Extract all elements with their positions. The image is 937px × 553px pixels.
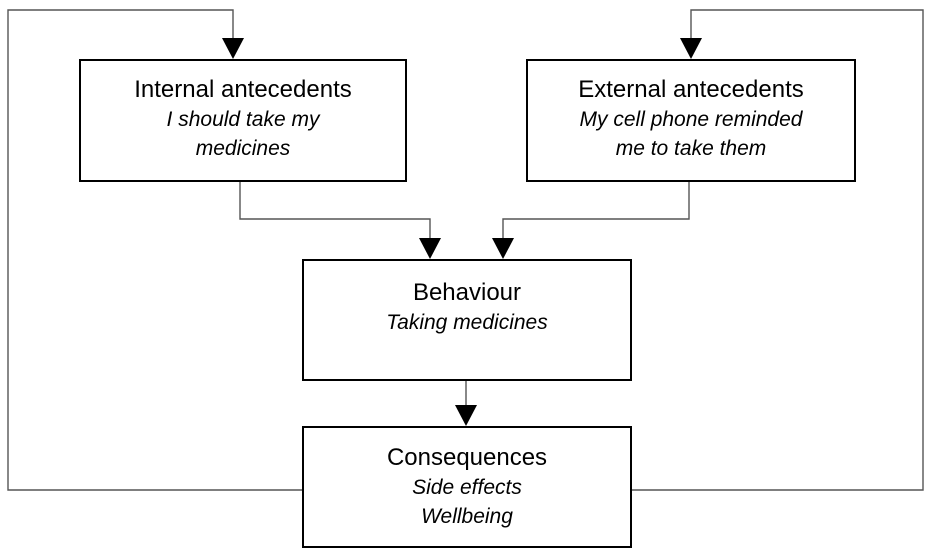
- node-internal-title: Internal antecedents: [134, 76, 352, 103]
- connector-consequences-to-internal: [7, 9, 302, 491]
- connector-external-to-behaviour: [502, 182, 690, 238]
- node-consequences: Consequences Side effects Wellbeing: [302, 426, 632, 548]
- node-internal-text-line-1: I should take my: [166, 108, 320, 131]
- node-external-antecedents: External antecedents My cell phone remin…: [526, 59, 856, 182]
- arrowhead-internal-to-behaviour-icon: [419, 238, 441, 259]
- arrowhead-consequences-to-internal-icon: [222, 38, 244, 59]
- node-behaviour: Behaviour Taking medicines: [302, 259, 632, 381]
- connector-internal-to-behaviour: [239, 182, 431, 238]
- arrowhead-consequences-to-external-icon: [680, 38, 702, 59]
- node-internal-text-line-2: medicines: [195, 137, 291, 160]
- node-external-text-line-2: me to take them: [615, 137, 767, 160]
- node-consequences-text-line-2: Wellbeing: [421, 505, 513, 528]
- node-consequences-title: Consequences: [386, 444, 548, 471]
- node-behaviour-title: Behaviour: [412, 279, 522, 306]
- arrowhead-external-to-behaviour-icon: [492, 238, 514, 259]
- node-external-text-line-1: My cell phone reminded: [579, 108, 803, 131]
- node-internal-antecedents: Internal antecedents I should take my me…: [79, 59, 407, 182]
- node-consequences-text-line-1: Side effects: [412, 476, 522, 499]
- arrowhead-behaviour-to-consequences-icon: [455, 405, 477, 426]
- node-external-title: External antecedents: [578, 76, 804, 103]
- connector-consequences-to-external: [632, 9, 924, 491]
- node-behaviour-text-line-1: Taking medicines: [386, 311, 548, 334]
